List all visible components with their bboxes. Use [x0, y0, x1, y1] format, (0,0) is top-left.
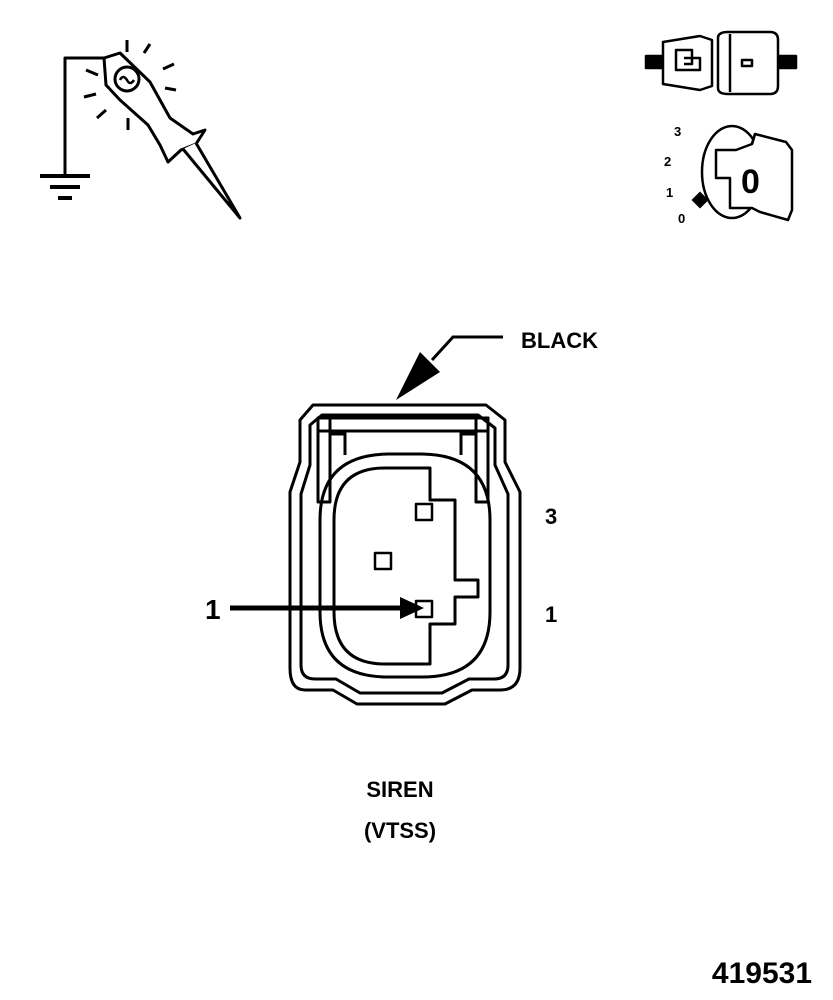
ignition-key-label: 0	[741, 163, 760, 201]
pin-1-callout-arrow: 1	[205, 594, 424, 625]
ignition-position-1: 1	[666, 185, 673, 200]
siren-connector-face	[288, 403, 522, 706]
connector-color-label: BLACK	[521, 328, 598, 353]
component-name: SIREN	[366, 777, 433, 802]
pin-number-1: 1	[545, 602, 557, 627]
ignition-position-0: 0	[678, 211, 685, 226]
pin-3	[414, 502, 434, 522]
pin-number-3: 3	[545, 504, 557, 529]
component-code: (VTSS)	[364, 818, 436, 843]
connector-color-callout: BLACK	[396, 328, 598, 400]
figure-number: 419531	[712, 957, 812, 990]
pin-callout-label: 1	[205, 594, 221, 625]
disconnected-connector-icon	[644, 30, 798, 96]
test-lamp-to-ground-icon	[40, 40, 242, 220]
pin-2	[373, 551, 393, 571]
ignition-position-2: 2	[664, 154, 671, 169]
ignition-position-3: 3	[674, 124, 681, 139]
ignition-key-position-0-icon: 3 2 1 0 0	[664, 124, 794, 226]
